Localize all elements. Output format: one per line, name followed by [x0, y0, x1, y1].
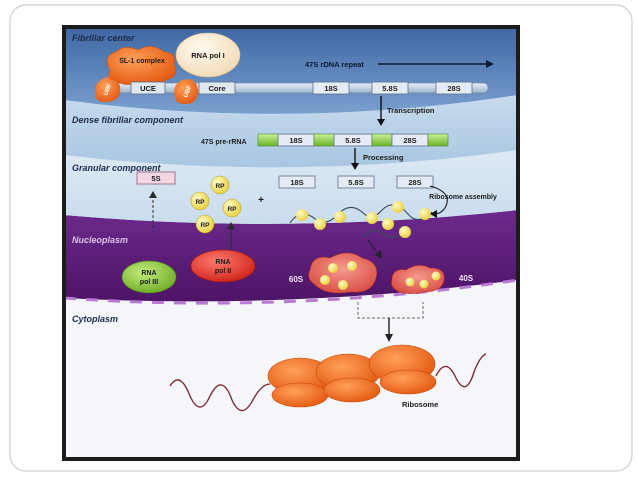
to-subunits-arrow [367, 239, 380, 256]
uce-element: UCE [130, 81, 166, 95]
polysome [267, 344, 437, 408]
cytoplasm-label: Cytoplasm [72, 314, 118, 324]
svg-text:pol III: pol III [140, 279, 158, 286]
ribosome-assembly-arrow [429, 185, 448, 215]
svg-text:28S: 28S [447, 84, 460, 93]
rdna-28s: 28S [435, 81, 473, 95]
60s-subunit [308, 252, 377, 294]
processing-label: Processing [363, 153, 404, 162]
5s-rrna: 5S [136, 171, 176, 185]
svg-text:RP: RP [227, 206, 237, 213]
dense-fibrillar-region [64, 95, 518, 168]
rdna-repeat-arrowhead [486, 60, 494, 68]
rdna-18s: 18S [312, 81, 350, 95]
svg-text:pol II: pol II [215, 268, 231, 275]
rna-pol-3: RNA pol III [121, 260, 177, 294]
diagram-frame [62, 25, 520, 461]
transcription-label: Transcription [387, 106, 435, 115]
svg-text:SL-1 complex: SL-1 complex [119, 58, 165, 65]
svg-text:5.8S: 5.8S [382, 84, 397, 93]
rp-protein: RP [210, 175, 230, 195]
svg-text:UBF: UBF [103, 82, 113, 96]
svg-text:5S: 5S [151, 174, 160, 183]
mrna-left [169, 379, 271, 412]
pre-rrna-label: 47S pre-rRNA [201, 139, 247, 146]
svg-text:RNA: RNA [141, 270, 156, 277]
svg-text:RNA: RNA [215, 259, 230, 266]
40s-label: 40S [459, 274, 474, 283]
processing-arrowhead [351, 163, 359, 170]
nuclear-envelope [64, 278, 518, 305]
mrna-right [435, 353, 487, 388]
ribosome-assembly-label-line: Ribosome assembly [429, 194, 497, 201]
mature-5-8s: 5.8S [337, 175, 375, 189]
nucleoplasm-label: Nucleoplasm [72, 235, 128, 245]
40s-subunit [391, 265, 445, 294]
rna-pol-1: RNA pol I [175, 32, 241, 78]
svg-text:18S: 18S [290, 178, 303, 187]
svg-text:RNA pol I: RNA pol I [191, 51, 224, 60]
to-subunits-arrowhead [375, 250, 382, 259]
rdna-5-8s: 5.8S [371, 81, 409, 95]
rdna-repeat-label: 47S rDNA repeat [305, 60, 364, 69]
rp-protein: RP [222, 198, 242, 218]
svg-text:RP: RP [195, 199, 205, 206]
rp-protein: RP [190, 191, 210, 211]
svg-text:Core: Core [208, 84, 225, 93]
60s-label: 60S [289, 275, 304, 284]
pol3-to-5s-arrowhead [149, 191, 157, 198]
svg-text:RP: RP [215, 183, 225, 190]
pol2-to-rp-arrowhead [227, 222, 235, 229]
svg-text:UBF: UBF [183, 84, 193, 98]
rna-pol-2: RNA pol II [190, 249, 256, 283]
dense-fibrillar-label: Dense fibrillar component [72, 115, 184, 125]
svg-text:RP: RP [200, 222, 210, 229]
svg-text:UCE: UCE [140, 84, 156, 93]
fibrillar-center-label: Fibrillar center [72, 33, 135, 43]
mature-18s: 18S [278, 175, 316, 189]
pre-rrna-18s: 18S [289, 136, 302, 145]
granular-label: Granular component [72, 163, 162, 173]
pre-rrna-28s: 28S [403, 136, 416, 145]
ribosome-label: Ribosome [402, 400, 438, 409]
export-arrowhead [385, 334, 393, 342]
transcription-arrowhead [377, 119, 385, 126]
pre-rrna-transcript [257, 133, 449, 147]
export-path [357, 302, 424, 319]
ribosome-assembly-arrowhead [430, 210, 437, 218]
pre-rrna-5-8s: 5.8S [345, 136, 360, 145]
svg-text:18S: 18S [324, 84, 337, 93]
rp-protein: RP [195, 214, 215, 234]
ubf-protein-right: UBF [174, 79, 198, 104]
assembly-rp-dots [296, 201, 431, 238]
svg-text:5.8S: 5.8S [348, 178, 363, 187]
svg-text:28S: 28S [408, 178, 421, 187]
mature-28s: 28S [396, 175, 434, 189]
sl1-complex: SL-1 complex [106, 46, 177, 85]
core-element: Core [198, 81, 236, 95]
plus-sign: + [258, 195, 264, 206]
ubf-protein-left: UBF [95, 77, 121, 103]
